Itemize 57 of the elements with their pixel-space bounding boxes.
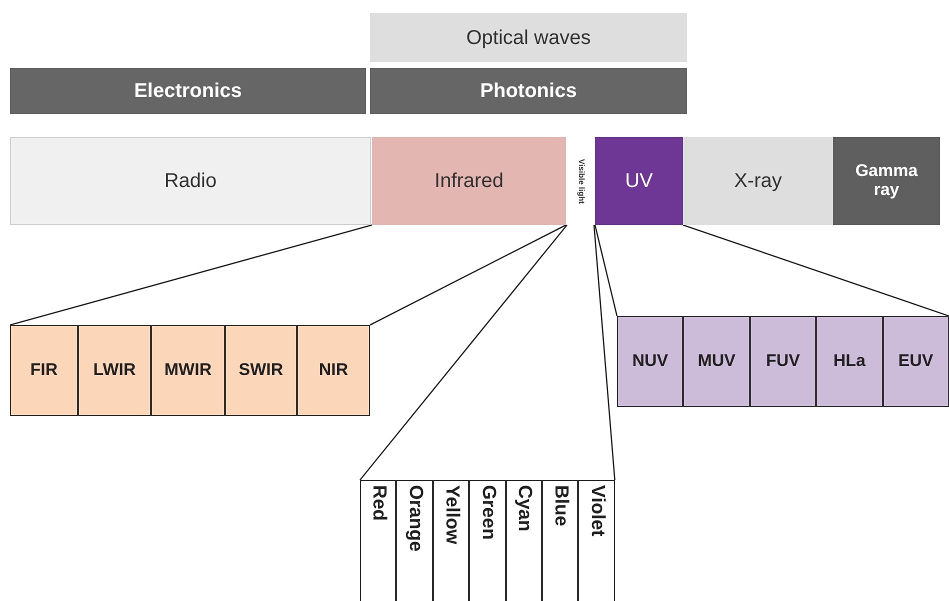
subband-box <box>78 325 151 416</box>
subband-name: SWIR <box>238 361 284 380</box>
spectrum-band <box>683 137 833 225</box>
color-name: Blue <box>550 485 571 526</box>
subband-box <box>816 316 883 407</box>
color-column <box>542 480 578 601</box>
heading-band <box>370 68 687 114</box>
subband-name: FIR <box>30 361 58 380</box>
subband-box <box>297 325 370 416</box>
spectrum-band <box>372 137 566 225</box>
subband-box <box>225 325 297 416</box>
color-column <box>506 480 542 601</box>
subband-box <box>617 316 684 407</box>
color-name: Cyan <box>513 485 534 532</box>
spectrum-band <box>10 137 371 225</box>
band-name: Visible light <box>576 158 585 204</box>
color-column <box>432 480 470 601</box>
color-name: Red <box>368 485 389 521</box>
heading-band <box>370 13 687 62</box>
subband-name: NIR <box>318 361 348 380</box>
spectrum-band <box>595 137 683 225</box>
color-name: Green <box>476 485 498 540</box>
band-name: Gamma ray <box>854 162 919 200</box>
band-name: Infrared <box>434 170 504 192</box>
spectrum-band <box>833 137 940 225</box>
subband-name: FUV <box>766 352 800 371</box>
color-column <box>396 480 433 601</box>
color-column <box>360 480 396 601</box>
heading-band <box>10 68 366 114</box>
color-column <box>469 480 506 601</box>
color-column <box>578 480 615 601</box>
band-name: Radio <box>164 170 217 192</box>
subband-box <box>151 325 225 416</box>
color-name: Violet <box>586 485 608 536</box>
subband-name: MWIR <box>164 361 212 380</box>
expansion-line <box>370 224 566 326</box>
heading-label: Photonics <box>480 80 577 102</box>
subband-name: EUV <box>898 352 934 371</box>
expansion-line <box>360 224 568 480</box>
expansion-line <box>10 224 372 326</box>
band-name: UV <box>625 170 653 192</box>
subband-box <box>683 316 750 407</box>
subband-name: HLa <box>833 352 866 371</box>
subband-name: NUV <box>632 352 668 371</box>
color-name: Orange <box>404 485 426 552</box>
subband-name: LWIR <box>93 361 136 380</box>
heading-label: Optical waves <box>466 26 591 48</box>
subband-name: MUV <box>698 352 736 371</box>
subband-box <box>750 316 816 407</box>
band-name: X-ray <box>734 170 782 192</box>
expansion-line <box>593 224 616 480</box>
expansion-line <box>594 224 618 316</box>
heading-label: Electronics <box>134 80 242 102</box>
expansion-line <box>682 224 949 317</box>
subband-box <box>882 316 949 407</box>
color-name: Yellow <box>440 485 462 544</box>
subband-box <box>10 325 78 416</box>
